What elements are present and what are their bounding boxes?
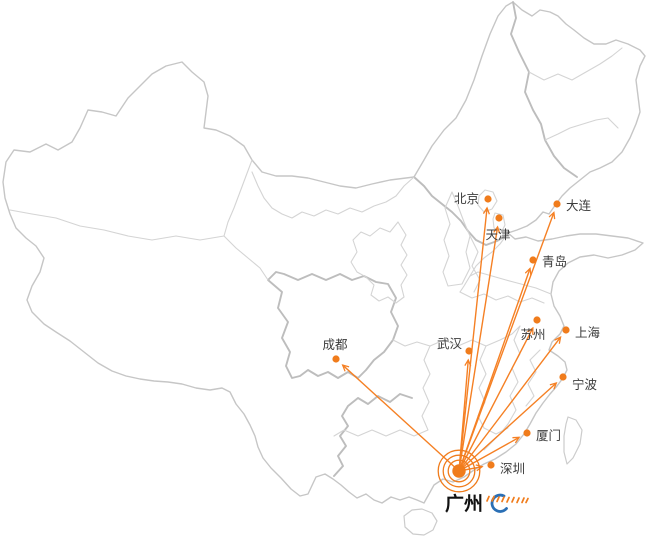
- china-map-outline: [2, 1, 646, 504]
- city-label-xiamen: 厦门: [536, 428, 561, 443]
- routes-layer: [343, 208, 561, 472]
- route-line-wuhan: [458, 360, 468, 472]
- hub-label-guangzhou: 广州: [445, 492, 483, 515]
- city-dot-ningbo: [559, 373, 567, 381]
- city-label-shenzhen: 深圳: [500, 462, 525, 476]
- city-label-chengdu: 成都: [322, 338, 348, 352]
- hub-ripple-ring: [447, 459, 471, 483]
- logo-swoosh-icon: [490, 493, 508, 513]
- route-line-qingdao: [458, 268, 530, 472]
- city-label-shanghai: 上海: [575, 325, 601, 340]
- city-dot-suzhou: [533, 316, 541, 324]
- route-line-shanghai: [458, 337, 561, 472]
- hainan-island: [403, 508, 438, 536]
- route-line-suzhou: [458, 328, 533, 472]
- city-label-qingdao: 青岛: [542, 254, 567, 269]
- city-label-wuhan: 武汉: [437, 337, 463, 351]
- city-label-tianjin: 天津: [485, 228, 510, 242]
- city-dot-tianjin: [495, 214, 503, 222]
- city-dot-beijing: [484, 195, 492, 203]
- city-dot-shenzhen: [487, 461, 495, 469]
- taiwan-island: [563, 416, 583, 465]
- route-line-chengdu: [343, 365, 460, 472]
- city-dot-wuhan: [465, 347, 473, 355]
- province-borders: [9, 1, 623, 477]
- city-dot-xiamen: [523, 429, 531, 437]
- route-line-ningbo: [458, 383, 556, 472]
- route-line-tianjin: [458, 227, 498, 472]
- city-label-suzhou: 苏州: [520, 327, 545, 342]
- route-line-beijing: [458, 208, 487, 472]
- city-label-ningbo: 宁波: [572, 377, 598, 392]
- city-label-beijing: 北京: [454, 192, 479, 206]
- hub-ripple-ring: [437, 449, 481, 493]
- route-line-xiamen: [458, 437, 519, 472]
- city-dot-qingdao: [529, 256, 537, 264]
- hub-dot-guangzhou: [452, 464, 466, 478]
- city-dot-shanghai: [562, 326, 570, 334]
- hub-ripple-ring: [442, 454, 476, 488]
- logo-wordmark: [486, 495, 529, 504]
- city-dot-chengdu: [332, 355, 340, 363]
- brand-logo: [486, 493, 529, 513]
- hub-marker-layer: 广州: [437, 449, 483, 515]
- city-label-dalian: 大连: [566, 198, 592, 213]
- city-dot-dalian: [553, 200, 561, 208]
